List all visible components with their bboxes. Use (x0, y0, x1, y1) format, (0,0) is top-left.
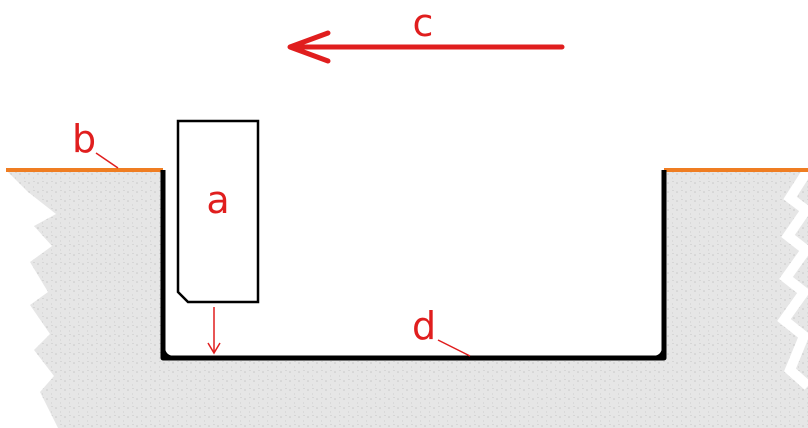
element-a-block (176, 119, 260, 304)
label-b-leader (95, 152, 119, 169)
label-d: d (412, 304, 436, 348)
ground-right-break (777, 167, 808, 390)
label-a: a (206, 178, 229, 222)
direction-arrow-head (287, 30, 331, 64)
down-arrow-head (207, 342, 221, 355)
trench-corner-fillet-right (652, 348, 662, 356)
label-d-leader (437, 339, 471, 357)
label-b: b (72, 117, 96, 161)
label-c: c (413, 1, 434, 45)
ground-fill (6, 170, 808, 428)
trench-outline (160, 170, 667, 361)
trench-corner-fillet-left (165, 348, 175, 356)
